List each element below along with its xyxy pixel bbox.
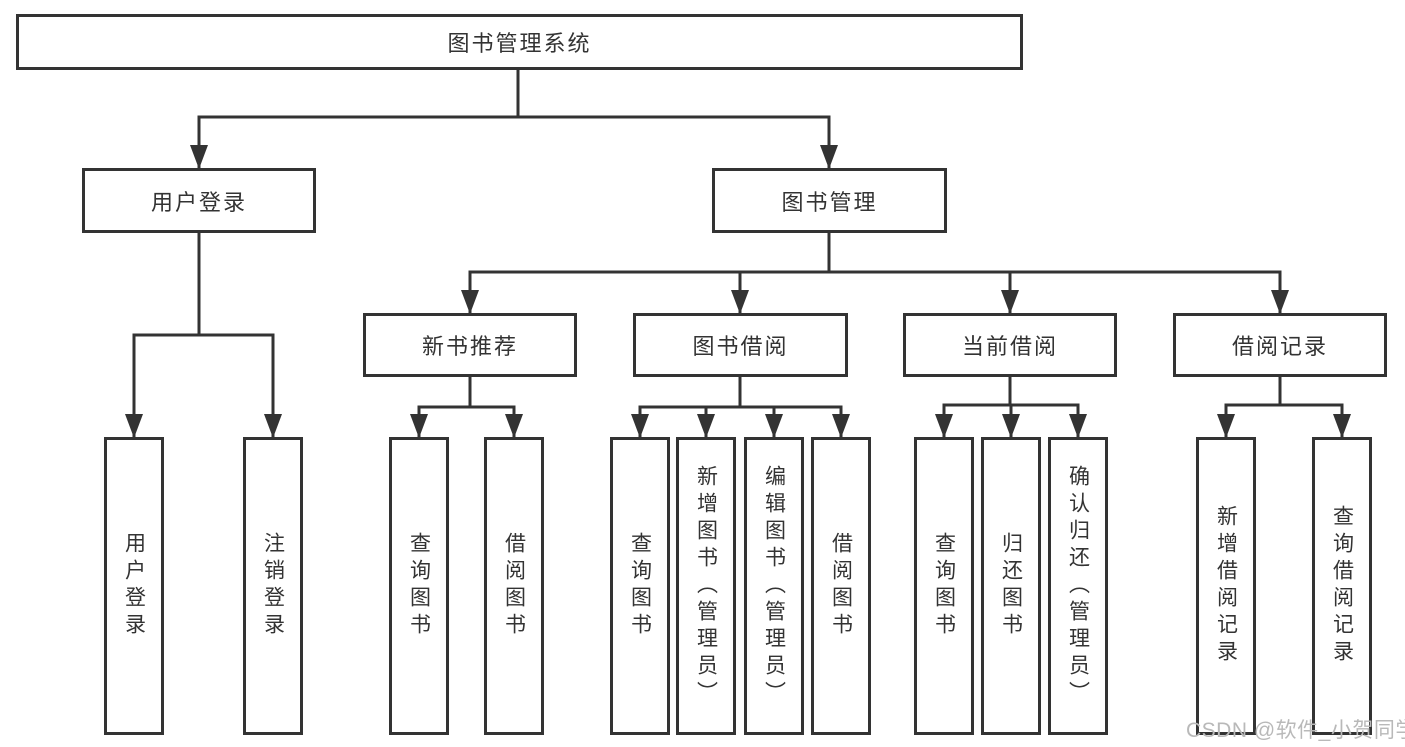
node-label: 当前借阅 bbox=[961, 334, 1058, 359]
leaf-query-books: 查询图书 bbox=[389, 437, 449, 735]
connector-borrow-records bbox=[1217, 377, 1351, 438]
leaf-return-books: 归还图书 bbox=[981, 437, 1041, 735]
leaf-query-borrow-record: 查询借阅记录 bbox=[1312, 437, 1372, 735]
node-label: 查询图书 bbox=[407, 532, 431, 640]
leaf-logout: 注销登录 bbox=[243, 437, 303, 735]
node-label: 图书管理系统 bbox=[447, 31, 592, 56]
leaf-edit-books-admin: 编辑图书（管理员） bbox=[744, 437, 804, 735]
node-current-borrowing: 当前借阅 bbox=[903, 313, 1117, 377]
connector-new-book-recommend bbox=[410, 377, 523, 438]
connector-book-borrowing bbox=[631, 377, 850, 438]
leaf-add-books-admin: 新增图书（管理员） bbox=[676, 437, 736, 735]
node-label: 图书管理 bbox=[781, 189, 878, 215]
leaf-borrow-books: 借阅图书 bbox=[484, 437, 544, 735]
leaf-query-books: 查询图书 bbox=[914, 437, 974, 735]
node-label: 新增图书（管理员） bbox=[694, 464, 718, 708]
leaf-confirm-return-admin: 确认归还（管理员） bbox=[1048, 437, 1108, 735]
node-library-system: 图书管理系统 bbox=[16, 14, 1023, 70]
leaf-add-borrow-record: 新增借阅记录 bbox=[1196, 437, 1256, 735]
node-borrow-records: 借阅记录 bbox=[1173, 313, 1387, 377]
node-book-management: 图书管理 bbox=[712, 168, 947, 233]
node-label: 借阅图书 bbox=[829, 532, 853, 640]
node-label: 查询图书 bbox=[932, 532, 956, 640]
node-label: 注销登录 bbox=[261, 532, 285, 640]
node-label: 确认归还（管理员） bbox=[1066, 464, 1090, 708]
csdn-watermark: CSDN @软件_小贺同学 bbox=[1186, 719, 1405, 742]
node-user-login: 用户登录 bbox=[82, 168, 316, 233]
leaf-query-books: 查询图书 bbox=[610, 437, 670, 735]
connector-user-login bbox=[125, 233, 282, 438]
connector-root bbox=[190, 70, 838, 169]
leaf-user-login: 用户登录 bbox=[104, 437, 164, 735]
node-label: 借阅记录 bbox=[1231, 334, 1328, 359]
node-label: 查询图书 bbox=[628, 532, 652, 640]
node-new-book-recommend: 新书推荐 bbox=[363, 313, 577, 377]
node-label: 用户登录 bbox=[150, 189, 247, 215]
node-book-borrowing: 图书借阅 bbox=[633, 313, 848, 377]
node-label: 图书借阅 bbox=[692, 334, 789, 359]
node-label: 新书推荐 bbox=[421, 334, 518, 359]
node-label: 新增借阅记录 bbox=[1214, 505, 1238, 667]
leaf-borrow-books: 借阅图书 bbox=[811, 437, 871, 735]
node-label: 查询借阅记录 bbox=[1330, 505, 1354, 667]
node-label: 用户登录 bbox=[122, 532, 146, 640]
connector-book-management bbox=[461, 233, 1289, 314]
connector-current-borrowing bbox=[935, 377, 1087, 438]
node-label: 编辑图书（管理员） bbox=[762, 464, 786, 708]
node-label: 借阅图书 bbox=[502, 532, 526, 640]
node-label: 归还图书 bbox=[999, 532, 1023, 640]
